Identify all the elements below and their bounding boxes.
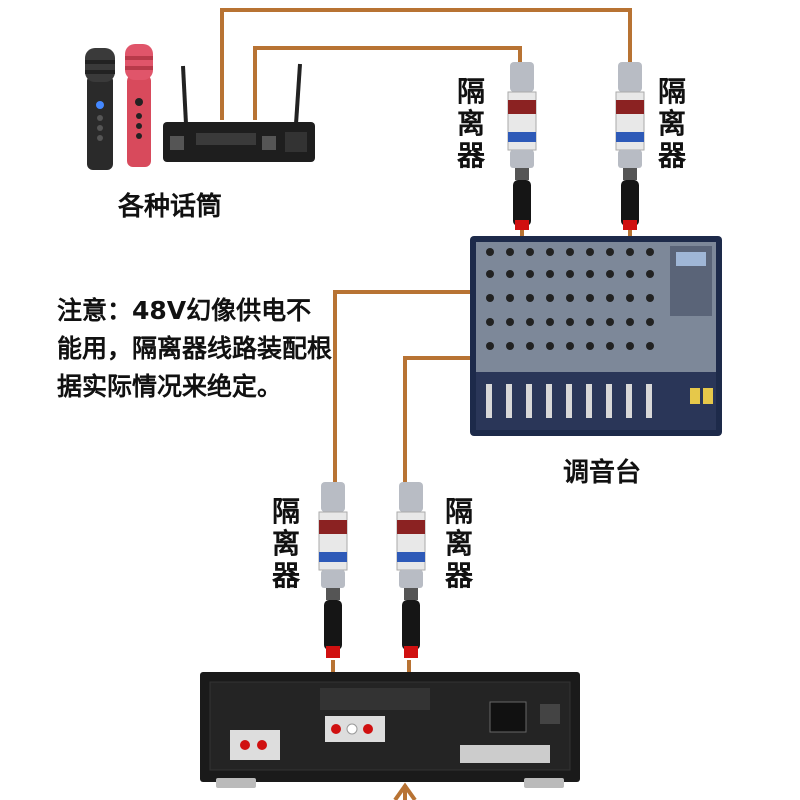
cable-receiver-to-isolator-2: [220, 8, 632, 120]
amplifier-rear-panel: [200, 672, 580, 788]
isolator-1: [507, 62, 537, 230]
mixer-label: 调音台: [563, 458, 642, 488]
microphone-red: [125, 44, 153, 167]
mixer-console: [470, 236, 722, 436]
isolator-2: [615, 62, 645, 230]
mixer-knob-rows: [486, 248, 654, 350]
cable-mixer-to-isolator-4: [403, 356, 470, 490]
isolator-4: [396, 482, 426, 658]
isolator-label-4: 隔离器: [444, 495, 473, 592]
isolator-3: [318, 482, 348, 658]
isolator-label-3: 隔离器: [271, 495, 300, 592]
cables: [220, 8, 632, 800]
cable-mixer-to-isolator-3: [333, 290, 470, 490]
isolator-label-1: 隔离器: [456, 75, 485, 172]
mixer-faders: [486, 384, 652, 418]
cable-receiver-to-isolator-1: [253, 46, 522, 120]
isolator-label-2: 隔离器: [657, 75, 686, 172]
cable-amp-output-bend: [393, 782, 417, 800]
wireless-receiver: [163, 63, 315, 162]
phantom-power-note: 注意：48V幻像供电不能用，隔离器线路装配根据实际情况来绝定。: [57, 296, 333, 401]
microphones-label: 各种话筒: [118, 192, 223, 222]
microphone-black: [85, 48, 115, 170]
